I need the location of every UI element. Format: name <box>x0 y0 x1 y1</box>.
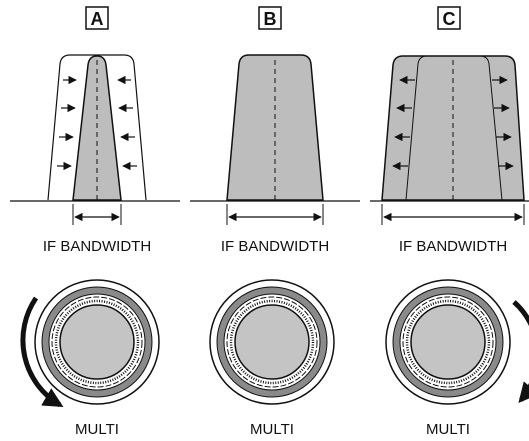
outward-arrow-icon <box>392 75 514 171</box>
multi-knob <box>385 279 511 405</box>
curved-arrow-icon <box>512 300 529 404</box>
bandwidth-label: IF BANDWIDTH <box>221 238 329 255</box>
panel-a: A IF BANDWIDTH <box>10 6 180 438</box>
panel-b: B IF BANDWIDTH MULTI <box>190 6 360 438</box>
multi-knob <box>209 279 335 405</box>
knob-label: MULTI <box>75 421 119 438</box>
panel-letter-box <box>85 6 109 30</box>
panel-letter-box <box>437 6 461 30</box>
panel-letter: A <box>91 9 104 29</box>
panel-letter-box <box>258 6 282 30</box>
knob-label: MULTI <box>250 421 294 438</box>
original-passband-outline <box>405 55 503 201</box>
panel-c: C IF BANDWIDTH <box>370 6 529 438</box>
inward-arrow-icon <box>57 75 137 171</box>
bandwidth-label: IF BANDWIDTH <box>399 238 507 255</box>
panel-letter: B <box>264 9 277 29</box>
knob-label: MULTI <box>426 421 470 438</box>
curved-arrow-icon <box>20 296 64 408</box>
multi-knob <box>34 279 160 405</box>
panel-letter: C <box>443 9 456 29</box>
bandwidth-label: IF BANDWIDTH <box>43 238 151 255</box>
